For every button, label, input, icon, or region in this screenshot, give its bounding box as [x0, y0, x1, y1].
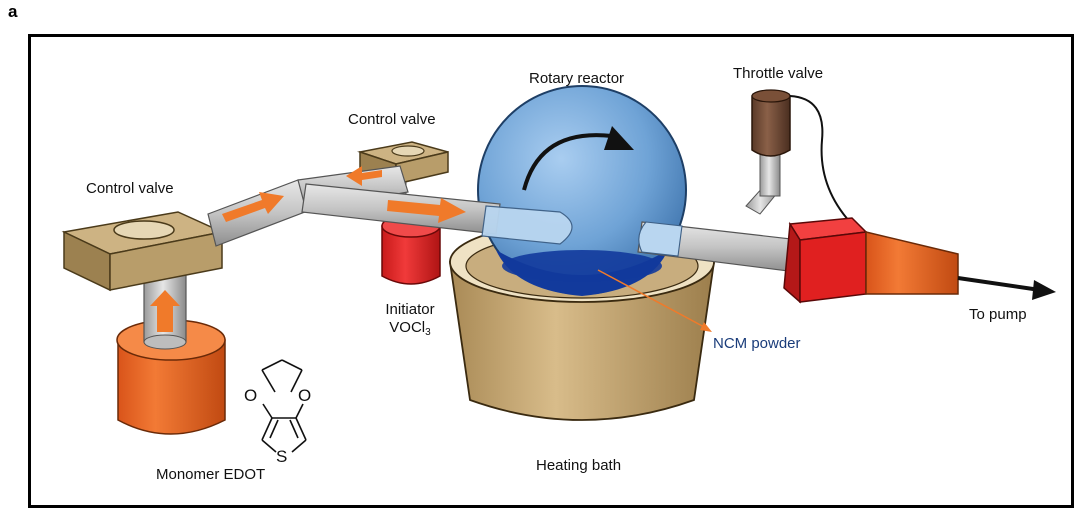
label-initiator-subscript: 3 [425, 327, 431, 338]
flow-arrow-up [150, 290, 180, 332]
throttle-cable [789, 95, 851, 223]
figure-frame [28, 34, 1074, 508]
panel-label: a [8, 2, 18, 21]
left-control-valve [61, 211, 225, 292]
label-rotary-reactor: Rotary reactor [529, 70, 625, 87]
ncm-pointer [597, 269, 712, 332]
pump-outlet-box [783, 217, 959, 304]
label-initiator: Initiator VOCl3 [378, 301, 442, 342]
label-monomer: Monomer EDOT [156, 466, 266, 483]
edot-structure [261, 359, 307, 453]
atom-s: S [276, 447, 288, 466]
diagonal-pipe [207, 179, 311, 247]
label-initiator-line2: VOCl3 [378, 319, 442, 342]
label-throttle-valve: Throttle valve [733, 65, 824, 82]
flow-arrow-right [387, 198, 466, 223]
atom-o-right: O [298, 386, 312, 405]
label-control-valve-left: Control valve [86, 180, 174, 197]
label-ncm-powder: NCM powder [713, 335, 801, 352]
label-initiator-line1: Initiator [385, 301, 435, 318]
atom-o-left: O [244, 386, 258, 405]
rotary-reactor-sphere [477, 85, 687, 296]
throttle-valve [745, 89, 851, 223]
rotation-arrow [522, 133, 613, 191]
label-initiator-formula: VOCl [389, 319, 426, 336]
label-heating-bath: Heating bath [536, 457, 622, 474]
flow-arrow-left [346, 166, 382, 186]
flow-arrow-diagonal [222, 192, 284, 222]
to-pump-arrow [957, 276, 1056, 300]
label-control-valve-top: Control valve [348, 111, 436, 128]
label-to-pump: To pump [969, 306, 1027, 323]
